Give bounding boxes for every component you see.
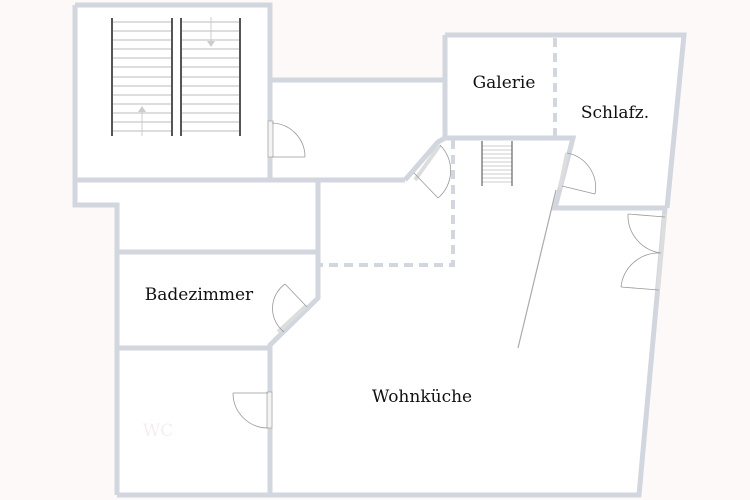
door-badezimmer: [272, 283, 308, 334]
wall-upper-hall-right: [403, 35, 448, 182]
floor-fill: [75, 5, 685, 495]
doors: [232, 120, 667, 429]
room-label-schlafzimmer: Schlafz.: [581, 103, 649, 123]
door-stair-hall: [267, 120, 306, 158]
staircase-main: [111, 17, 241, 136]
wall-stair-room: [75, 2, 273, 80]
door-hall-living: [413, 143, 452, 199]
arrow-up-icon: [138, 106, 146, 136]
room-label-badezimmer: Badezimmer: [145, 285, 254, 305]
wall-outer-right: [268, 207, 668, 498]
arrow-down-icon: [207, 17, 215, 47]
door-schlafzimmer: [558, 152, 596, 195]
room-label-wohnkueche: Wohnküche: [372, 387, 472, 407]
door-wc: [232, 391, 273, 429]
door-balcony-double: [620, 213, 667, 291]
wall-top-right: [445, 32, 687, 209]
staircase-small: [481, 141, 513, 186]
dashed-boundaries: [320, 38, 557, 267]
room-label-galerie: Galerie: [473, 73, 536, 93]
room-label-wc: WC: [143, 421, 173, 441]
ceiling-slope-line: [517, 189, 557, 349]
